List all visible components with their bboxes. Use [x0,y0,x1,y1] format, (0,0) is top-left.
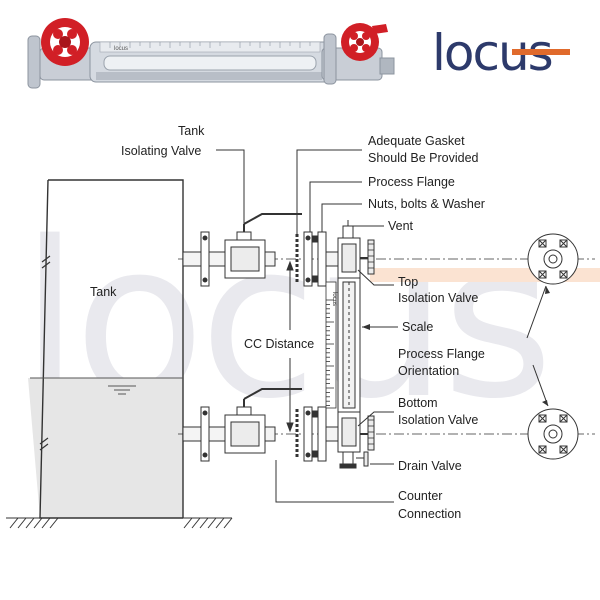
vent [342,225,354,239]
label-scale: Scale [402,320,433,334]
label-top-isolation-valve-1: Top [398,275,418,289]
label-tank-isolating-valve-1: Tank [178,124,205,138]
top-valve-handle [243,213,302,225]
leader-process-flange [309,181,362,232]
photo-drain-stub [379,57,395,75]
bottom-process-flange [303,406,313,462]
bottom-handwheel [367,415,375,451]
label-cc-distance: CC Distance [244,337,314,351]
label-nuts-bolts-washer: Nuts, bolts & Washer [368,197,485,211]
centerlines [178,258,595,435]
leader-lines [216,149,549,503]
leader-nuts-bolts [321,203,362,232]
leader-arrowheads [362,286,550,406]
label-process-flange-orientation-2: Orientation [398,364,459,378]
label-bottom-isolation-valve-2: Isolation Valve [398,413,478,427]
photo-left-handwheel [41,18,89,66]
photo-left-flange [27,35,41,89]
leader-counter-connection [275,460,394,503]
tank-break-top [41,255,51,269]
top-process-flange [303,231,313,287]
label-counter-connection-2: Connection [398,507,461,521]
label-bottom-isolation-valve-1: Bottom [398,396,438,410]
tank [6,179,233,529]
leader-top-isolation-valve [357,269,394,286]
label-tank-isolating-valve-2: Isolating Valve [121,144,201,158]
photo-right-flange [323,33,337,85]
leader-adequate-gasket [296,149,362,234]
photo-right-handwheel [341,23,388,61]
leader-orientation-top [526,285,547,339]
flange-bottom-bolt-holes [538,414,568,454]
label-top-isolation-valve-2: Isolation Valve [398,291,478,305]
top-nozzle-assembly [182,213,375,287]
label-process-flange: Process Flange [368,175,455,189]
label-counter-connection-1: Counter [398,489,442,503]
brand-logo-accent [512,49,570,55]
flange-top-bolt-holes [538,239,568,279]
gauge-scale-mark: locus [331,292,337,306]
bottom-nozzle-assembly [182,388,375,469]
bottom-valve-handle [243,388,302,400]
photo-lower-rail [96,72,322,80]
product-photo: locus [27,18,395,89]
label-adequate-gasket-2: Should Be Provided [368,151,479,165]
liquid-level-symbol [108,385,136,395]
label-adequate-gasket-1: Adequate Gasket [368,134,465,148]
label-drain-valve: Drain Valve [398,459,462,473]
diagram-labels: Tank Isolating Valve Adequate Gasket Sho… [90,124,485,521]
flange-orientation-bottom [527,408,579,460]
photo-scale-ticks [109,42,311,48]
cc-distance-dimension [286,260,294,433]
leader-tank-isolating-valve [216,149,245,232]
gauge-scale [325,281,337,409]
top-nuts-bolts [311,235,319,243]
tank-liquid [28,378,183,518]
drain-valve [342,451,354,465]
label-vent: Vent [388,219,414,233]
photo-glass-tube [103,55,317,71]
gauge-glass [337,277,361,413]
leader-bottom-isolation-valve [357,411,394,427]
tank-break-bottom [39,437,49,451]
leader-orientation-bottom [532,364,549,407]
ground-hatch-left [6,517,60,529]
brand-logo: locus [432,24,570,82]
photo-scale-mark: locus [114,46,128,52]
ground-hatch-right [180,517,233,529]
label-tank: Tank [90,285,117,299]
flange-orientation-top [527,233,579,285]
top-handwheel [367,239,375,275]
gauge-scale-strip [325,281,337,409]
label-process-flange-orientation-1: Process Flange [398,347,485,361]
